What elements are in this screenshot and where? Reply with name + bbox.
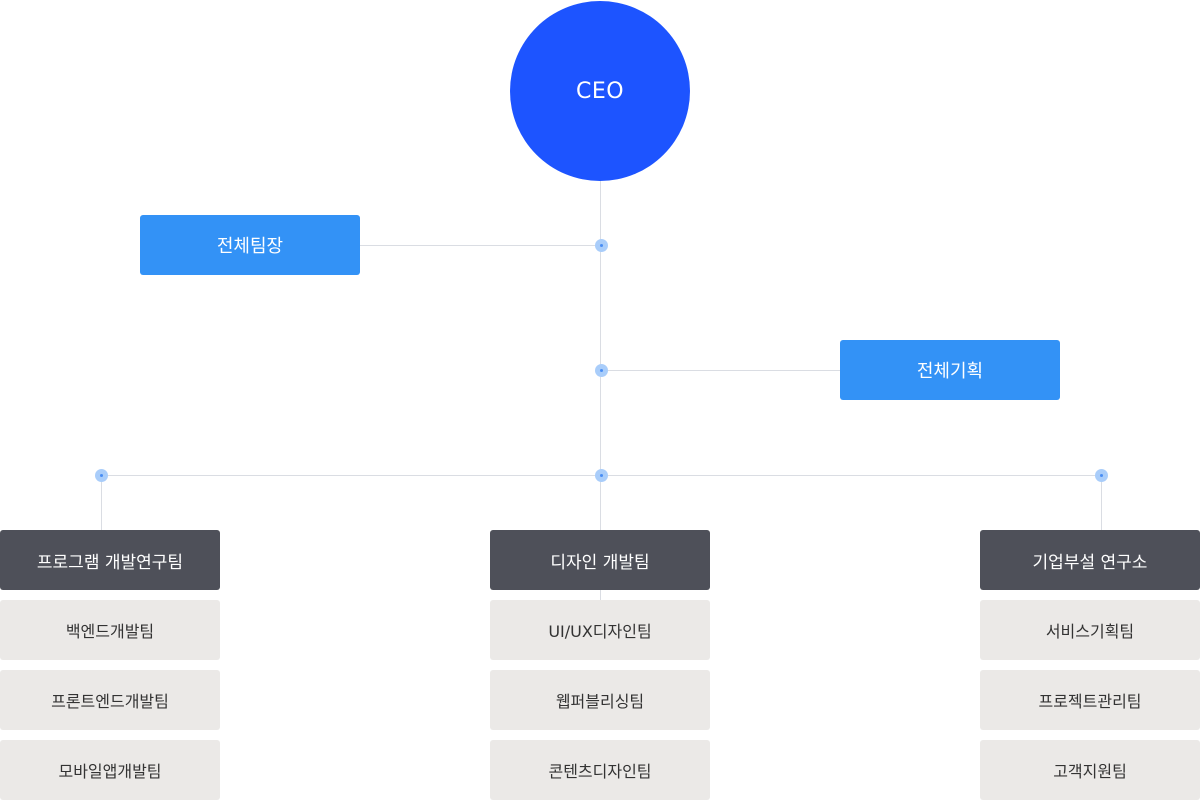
- connector-dept-right: [1101, 475, 1102, 530]
- node-dot-dept-left: [95, 469, 108, 482]
- team-box: 고객지원팀: [980, 740, 1200, 800]
- staff-box-left: 전체팀장: [140, 215, 360, 275]
- team-box: 프론트엔드개발팀: [0, 670, 220, 730]
- team-box: 프로젝트관리팀: [980, 670, 1200, 730]
- team-box: 콘텐츠디자인팀: [490, 740, 710, 800]
- team-box: 모바일앱개발팀: [0, 740, 220, 800]
- department-box: 디자인 개발팀: [490, 530, 710, 590]
- node-dot-left-staff: [595, 239, 608, 252]
- department-box: 기업부설 연구소: [980, 530, 1200, 590]
- ceo-node: CEO: [510, 1, 690, 181]
- ceo-label: CEO: [575, 78, 625, 104]
- team-box: 서비스기획팀: [980, 600, 1200, 660]
- department-box: 프로그램 개발연구팀: [0, 530, 220, 590]
- team-box: 백엔드개발팀: [0, 600, 220, 660]
- connector-right-staff: [601, 370, 840, 371]
- team-box: 웹퍼블리싱팀: [490, 670, 710, 730]
- node-dot-right-staff: [595, 364, 608, 377]
- connector-dept-left: [101, 475, 102, 530]
- node-dot-dept-right: [1095, 469, 1108, 482]
- connector-left-staff: [360, 245, 600, 246]
- node-dot-dept-center: [595, 469, 608, 482]
- team-box: UI/UX디자인팀: [490, 600, 710, 660]
- staff-box-right: 전체기획: [840, 340, 1060, 400]
- trunk-line: [600, 180, 601, 600]
